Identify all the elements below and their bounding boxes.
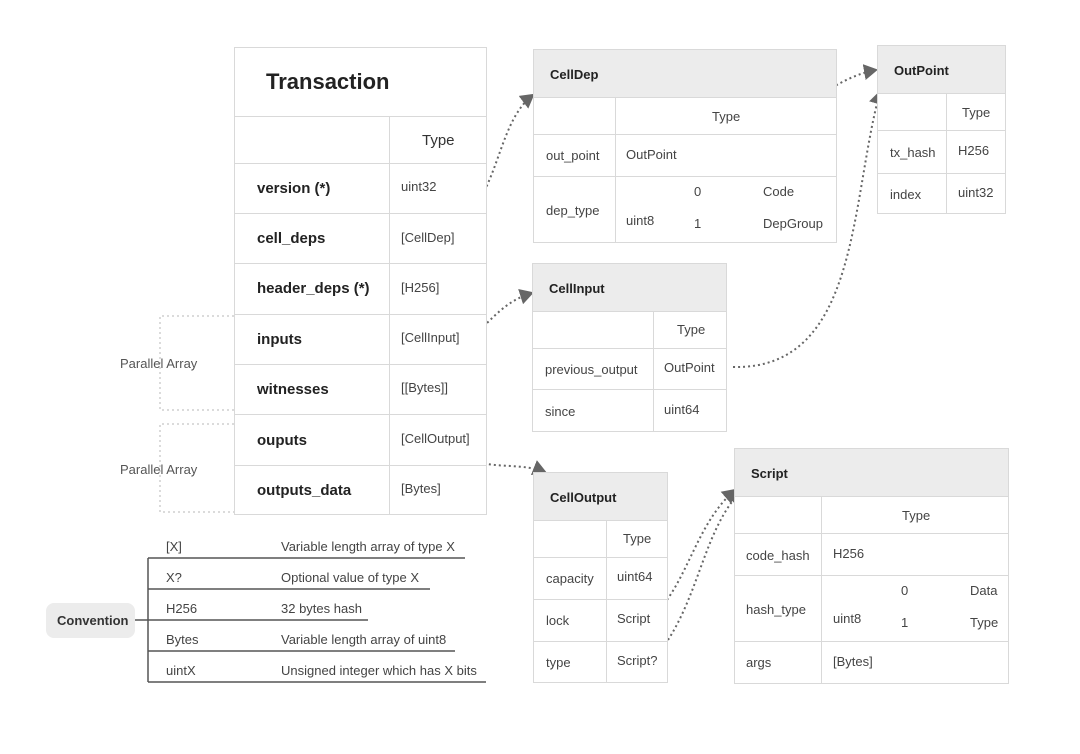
field-witnesses: witnesses	[257, 381, 329, 398]
parallel-bracket-2	[159, 423, 234, 513]
dep-type-label-depgroup: DepGroup	[763, 216, 823, 231]
field-cell-deps: cell_deps	[257, 230, 326, 247]
convention-key-uintx: uintX	[166, 663, 196, 678]
script-table: Script Type code_hash H256 hash_type uin…	[734, 448, 1009, 684]
convention-desc-optional: Optional value of type X	[281, 570, 420, 585]
link-previous-output-to-outpoint	[732, 90, 885, 369]
type-header-deps: [H256]	[401, 280, 440, 295]
cellinput-table: CellInput Type previous_output OutPoint …	[532, 263, 727, 432]
hash-type-value-0: 0	[901, 583, 909, 598]
outpoint-title: OutPoint	[894, 63, 949, 78]
cellinput-type-previous-output: OutPoint	[664, 360, 715, 375]
transaction-title: Transaction	[266, 69, 390, 94]
outpoint-field-tx-hash: tx_hash	[890, 145, 936, 160]
field-outputs: ouputs	[257, 432, 307, 449]
celloutput-field-type: type	[546, 655, 571, 670]
cellinput-type-header: Type	[677, 322, 706, 337]
dep-type-value-0: 0	[694, 184, 702, 199]
celloutput-type-header: Type	[623, 531, 652, 546]
cellinput-title: CellInput	[549, 281, 605, 296]
hash-type-label-type: Type	[970, 615, 999, 630]
celloutput-type-lock: Script	[617, 611, 651, 626]
celldep-type-out-point: OutPoint	[626, 147, 677, 162]
script-field-hash-type: hash_type	[746, 602, 806, 617]
script-type-hash-type: uint8	[833, 611, 862, 626]
type-outputs: [CellOutput]	[401, 431, 470, 446]
convention-desc-array: Variable length array of type X	[281, 539, 455, 554]
outpoint-type-tx-hash: H256	[958, 143, 990, 158]
script-field-code-hash: code_hash	[746, 548, 810, 563]
convention-desc-h256: 32 bytes hash	[281, 601, 362, 616]
celloutput-title: CellOutput	[550, 490, 617, 505]
outpoint-field-index: index	[890, 187, 922, 202]
celloutput-table: CellOutput Type capacity uint64 lock Scr…	[533, 472, 668, 683]
convention-key-optional: X?	[166, 570, 182, 585]
celloutput-type-type: Script?	[617, 653, 658, 668]
script-title: Script	[751, 466, 788, 481]
celldep-field-out-point: out_point	[546, 148, 600, 163]
dep-type-value-1: 1	[694, 216, 702, 231]
cellinput-field-since: since	[545, 404, 576, 419]
outpoint-type-index: uint32	[958, 185, 994, 200]
script-type-header: Type	[902, 508, 931, 523]
dep-type-label-code: Code	[763, 184, 795, 199]
convention-badge: Convention	[46, 603, 135, 638]
field-version: version (*)	[257, 180, 331, 197]
type-inputs: [CellInput]	[401, 330, 460, 345]
convention-label: Convention	[57, 613, 129, 628]
transaction-type-header: Type	[422, 132, 455, 149]
parallel-bracket-1	[159, 315, 234, 411]
celldep-type-dep-type: uint8	[626, 213, 655, 228]
script-type-code-hash: H256	[833, 546, 865, 561]
field-outputs-data: outputs_data	[257, 482, 352, 499]
convention-desc-bytes: Variable length array of uint8	[281, 632, 447, 647]
field-header-deps: header_deps (*)	[257, 280, 370, 297]
transaction-table: Transaction Type version (*) uint32 cell…	[234, 47, 487, 515]
convention-desc-uintx: Unsigned integer which has X bits	[281, 663, 477, 678]
celloutput-field-lock: lock	[546, 613, 570, 628]
cellinput-type-since: uint64	[664, 402, 700, 417]
celldep-type-header: Type	[712, 109, 741, 124]
outpoint-table: OutPoint Type tx_hash H256 index uint32	[877, 45, 1006, 214]
hash-type-label-data: Data	[970, 583, 998, 598]
cellinput-field-previous-output: previous_output	[545, 362, 638, 377]
parallel-array-label-2: Parallel Array	[120, 462, 198, 477]
script-type-args: [Bytes]	[833, 654, 873, 669]
celldep-field-dep-type: dep_type	[546, 203, 600, 218]
celldep-table: CellDep Type out_point OutPoint dep_type…	[533, 49, 837, 243]
convention-key-h256: H256	[166, 601, 198, 616]
type-cell-deps: [CellDep]	[401, 230, 455, 245]
script-field-args: args	[746, 655, 772, 670]
type-version: uint32	[401, 179, 437, 194]
convention-key-bytes: Bytes	[166, 632, 199, 647]
link-inputs-to-cellinput	[479, 289, 534, 331]
link-type-to-script	[667, 490, 742, 641]
celloutput-type-capacity: uint64	[617, 569, 653, 584]
parallel-array-label-1: Parallel Array	[120, 356, 198, 371]
field-inputs: inputs	[257, 331, 302, 348]
celldep-title: CellDep	[550, 67, 599, 82]
link-lock-to-script	[663, 488, 737, 605]
outpoint-type-header: Type	[962, 105, 991, 120]
type-outputs-data: [Bytes]	[401, 481, 441, 496]
convention-trunk	[134, 558, 149, 682]
type-witnesses: [[Bytes]]	[401, 380, 448, 395]
celloutput-field-capacity: capacity	[546, 571, 594, 586]
convention-key-array: [X]	[166, 539, 182, 554]
hash-type-value-1: 1	[901, 615, 909, 630]
